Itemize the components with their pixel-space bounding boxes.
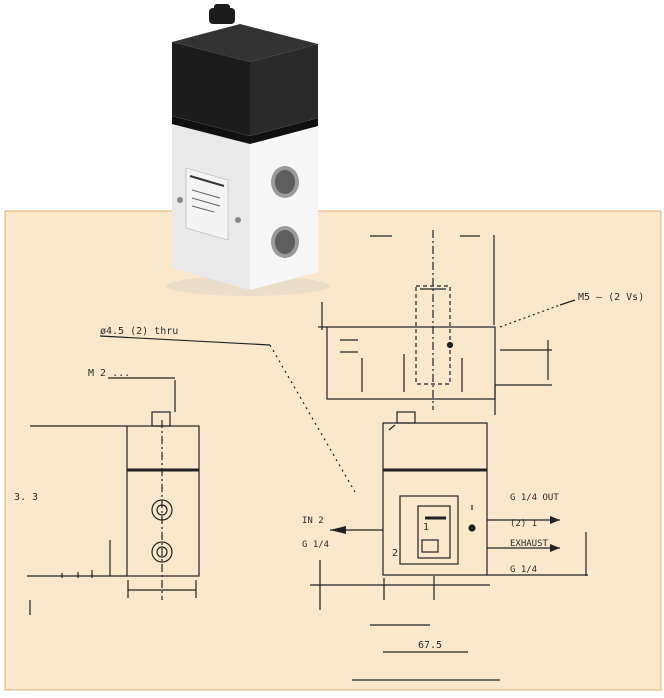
flow-arrows — [330, 516, 560, 552]
port-a-label: 1 — [423, 522, 429, 533]
inlet-label: IN 2 — [302, 516, 324, 526]
outlet-2-sub-label: G 1/4 — [510, 565, 537, 575]
front-view-drawing — [99, 335, 588, 681]
mounting-holes-label: ø4.5 (2) thru — [100, 326, 178, 337]
bottom-dimension-label: 67.5 — [418, 640, 442, 651]
side-height-label: 3. 3 — [14, 492, 38, 503]
outlet-1-label: G 1/4 OUT — [510, 493, 559, 503]
drawing-panel — [4, 210, 662, 691]
side-view-drawing — [27, 377, 200, 615]
inlet-sub-label: G 1/4 — [302, 540, 329, 550]
outlet-1-sub-label: (2) 1 — [510, 519, 537, 529]
port-thread-label: M5 – (2 Vs) — [578, 292, 644, 303]
cable-entry-label: M 2 ... — [88, 368, 130, 379]
port-b-label: 2 — [392, 548, 398, 559]
top-view-drawing — [318, 230, 576, 415]
outlet-2-label: EXHAUST — [510, 539, 549, 549]
valve-product-photo — [166, 4, 330, 296]
